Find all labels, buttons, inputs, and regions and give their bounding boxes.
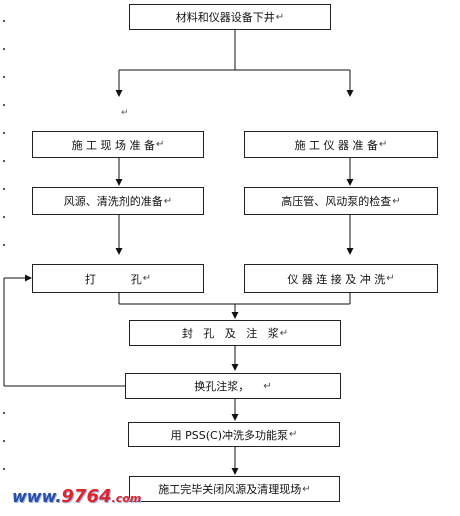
- margin-dot: [3, 160, 5, 162]
- step-change-hole: 换孔注浆， ↵: [125, 373, 341, 399]
- paragraph-mark: ↵: [279, 327, 289, 339]
- margin-dot: [3, 188, 5, 190]
- step-label: 用 PSS(C)冲洗多功能泵: [170, 428, 288, 442]
- step-instrument-prep: 施 工 仪 器 准 备↵: [244, 131, 438, 158]
- step-drill: 打 孔↵: [32, 264, 204, 293]
- paragraph-mark: ↵: [121, 108, 129, 118]
- step-label: 仪 器 连 接 及 冲 洗: [287, 272, 386, 286]
- paragraph-mark: ↵: [263, 380, 272, 392]
- margin-dot: [3, 48, 5, 50]
- step-label: 高压管、风动泵的检查: [281, 195, 392, 208]
- margin-dot: [3, 216, 5, 218]
- margin-dot: [3, 412, 5, 414]
- margin-dot: [3, 244, 5, 246]
- step-label: 施 工 现 场 准 备: [71, 138, 156, 152]
- step-wind-cleaner-prep: 风源、清洗剂的准备↵: [32, 187, 204, 215]
- step-site-prep: 施 工 现 场 准 备↵: [32, 131, 204, 158]
- step-label: 施工完毕关闭风源及清理现场: [158, 483, 302, 496]
- margin-dot: [3, 132, 5, 134]
- step-seal-grout: 封 孔 及 注 浆↵: [129, 320, 341, 346]
- paragraph-mark: ↵: [386, 273, 395, 284]
- step-hose-pump-check: 高压管、风动泵的检查↵: [244, 187, 438, 215]
- watermark-prefix: www.: [12, 487, 62, 506]
- paragraph-mark: ↵: [163, 195, 173, 207]
- step-label: 材料和仪器设备下井: [175, 11, 275, 24]
- watermark-logo: www.9764.com: [12, 486, 141, 507]
- paragraph-mark: ↵: [302, 483, 311, 495]
- step-pss-flush: 用 PSS(C)冲洗多功能泵↵: [128, 422, 340, 447]
- paragraph-mark: ↵: [288, 429, 298, 440]
- watermark-suffix: .com: [111, 492, 142, 505]
- margin-dot: [3, 20, 5, 22]
- margin-dot: [3, 76, 5, 78]
- step-label: 换孔注浆，: [194, 380, 250, 393]
- step-label: 风源、清洗剂的准备: [63, 195, 163, 208]
- paragraph-mark: ↵: [379, 139, 388, 150]
- paragraph-mark: ↵: [275, 11, 285, 23]
- margin-dot: [3, 468, 5, 470]
- paragraph-mark: ↵: [392, 195, 401, 207]
- margin-dot: [3, 440, 5, 442]
- paragraph-mark: ↵: [142, 273, 152, 284]
- step-label: 打 孔: [84, 272, 142, 286]
- paragraph-mark: ↵: [156, 139, 165, 150]
- step-lower-equipment: 材料和仪器设备下井↵: [129, 4, 331, 30]
- watermark-number: 9764: [61, 486, 112, 507]
- step-finish: 施工完毕关闭风源及清理现场↵: [129, 476, 340, 502]
- step-label: 施 工 仪 器 准 备: [294, 138, 379, 152]
- margin-dot: [3, 104, 5, 106]
- step-connect-flush: 仪 器 连 接 及 冲 洗↵: [244, 264, 438, 293]
- step-label: 封 孔 及 注 浆: [181, 327, 279, 340]
